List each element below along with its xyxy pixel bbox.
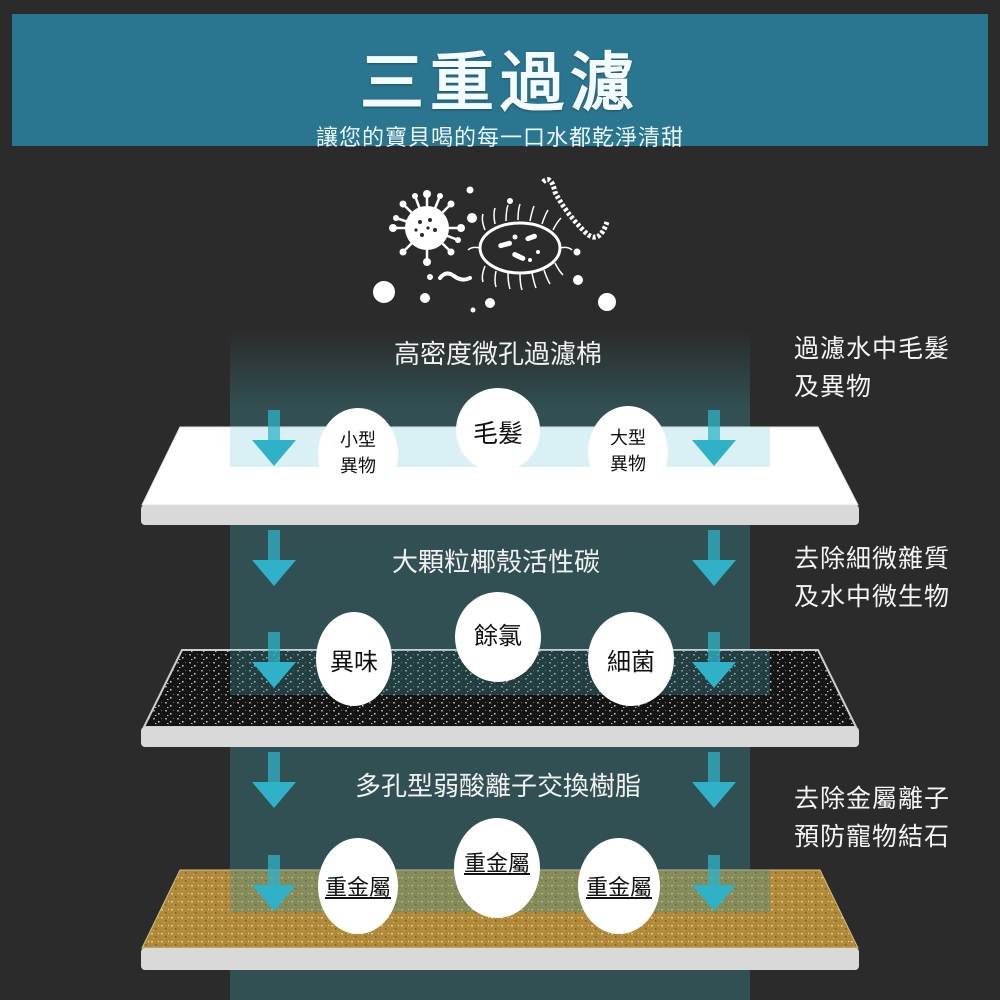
layer-1-description: 過濾水中毛髮 及異物: [794, 334, 951, 401]
bubble-small-debris: 小型 異物: [318, 408, 398, 500]
layer-2-description: 去除細微雜質 及水中微生物: [794, 544, 951, 611]
header-banner: 三重過濾 讓您的寶貝喝的每一口水都乾淨清甜: [12, 14, 988, 151]
bubble-heavy-metal-2: 重金屬: [454, 818, 540, 918]
arrow-down-icon: [252, 752, 296, 808]
layer-2-title: 大顆粒椰殼活性碳: [391, 548, 600, 578]
arrow-down-icon: [692, 632, 736, 688]
layer-3-title: 多孔型弱酸離子交換樹脂: [354, 772, 641, 802]
layer-1-title: 高密度微孔過濾棉: [393, 340, 602, 370]
bubble-hair: 毛髮: [456, 388, 540, 472]
arrow-down-icon: [252, 632, 296, 688]
page-subtitle: 讓您的寶貝喝的每一口水都乾淨清甜: [315, 126, 684, 151]
arrow-down-icon: [692, 410, 736, 466]
bubble-odor: 異味: [316, 612, 392, 706]
bubble-bacteria: 細菌: [588, 612, 674, 706]
bubble-heavy-metal-1: 重金屬: [318, 838, 398, 934]
bubble-heavy-metal-3: 重金屬: [578, 838, 660, 934]
bubble-residual-chlorine: 餘氯: [455, 592, 541, 682]
arrow-down-icon: [252, 855, 296, 911]
arrow-down-icon: [692, 752, 736, 808]
page-title: 三重過濾: [360, 47, 640, 121]
arrow-down-icon: [692, 530, 736, 586]
germs-bacteria-icon: [360, 160, 640, 320]
arrow-down-icon: [692, 855, 736, 911]
bubble-large-debris: 大型 異物: [588, 406, 668, 498]
layer-3-description: 去除金屬離子 預防寵物結石: [794, 784, 951, 851]
arrow-down-icon: [252, 410, 296, 466]
arrow-down-icon: [252, 530, 296, 586]
